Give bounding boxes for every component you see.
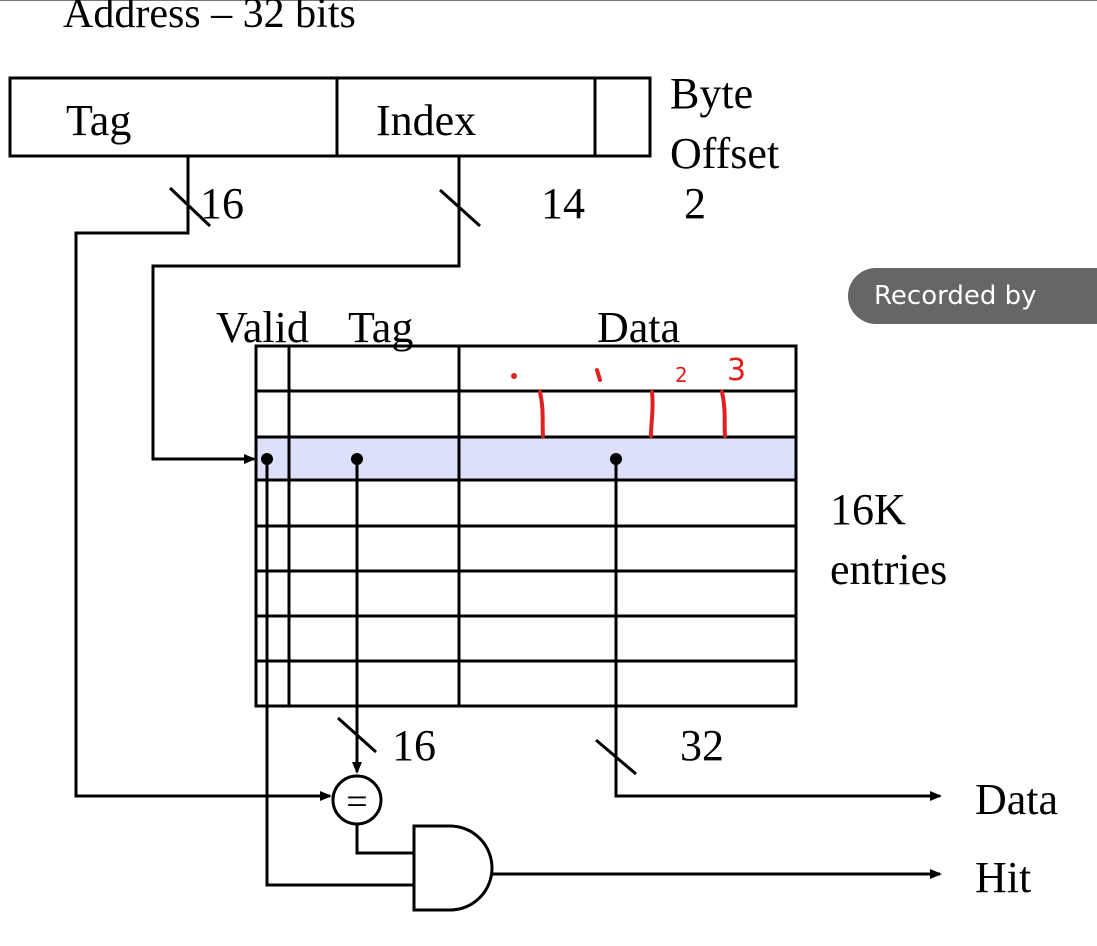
offset-bits-label: 2 bbox=[684, 179, 706, 228]
comparator-symbol: = bbox=[346, 781, 367, 823]
entries-label: entries bbox=[830, 545, 947, 594]
compare-bits-label: 16 bbox=[392, 721, 436, 770]
valid-tap-dot bbox=[261, 453, 273, 465]
byte-2-mark: 2 bbox=[675, 363, 688, 387]
address-register bbox=[8, 76, 652, 158]
handwritten-annotations bbox=[538, 368, 727, 438]
index-wire bbox=[151, 156, 482, 464]
hit-output-label: Hit bbox=[975, 853, 1031, 902]
data-tap-dot bbox=[610, 453, 622, 465]
tag-wire bbox=[74, 156, 332, 801]
index-bits-label: 14 bbox=[541, 179, 585, 228]
data-wire bbox=[595, 459, 942, 801]
compare-to-and-wire bbox=[355, 824, 414, 855]
address-index-label: Index bbox=[376, 96, 476, 145]
entries-count-label: 16K bbox=[830, 485, 906, 534]
tag-tap-dot bbox=[351, 453, 363, 465]
valid-wire bbox=[265, 459, 414, 887]
selected-cache-row bbox=[256, 437, 796, 480]
data-output-label: Data bbox=[975, 775, 1058, 824]
diagram-title: Address – 32 bits bbox=[63, 0, 356, 37]
stored-tag-wire bbox=[336, 459, 378, 774]
byte-3-mark: 3 bbox=[727, 353, 746, 388]
valid-column-header: Valid bbox=[216, 303, 309, 352]
window-top-border bbox=[0, 0, 1097, 1]
and-gate bbox=[412, 824, 494, 912]
data-bits-label: 32 bbox=[680, 721, 724, 770]
tag-bits-label: 16 bbox=[200, 179, 244, 228]
byte-offset-label-line2: Offset bbox=[670, 129, 779, 178]
cache-table bbox=[254, 344, 798, 708]
recorded-by-badge: Recorded by bbox=[848, 268, 1097, 324]
data-column-header: Data bbox=[597, 303, 680, 352]
tag-column-header: Tag bbox=[348, 303, 413, 352]
byte-offset-label-line1: Byte bbox=[670, 69, 753, 118]
byte-0-mark bbox=[511, 373, 517, 379]
address-tag-label: Tag bbox=[66, 96, 131, 145]
